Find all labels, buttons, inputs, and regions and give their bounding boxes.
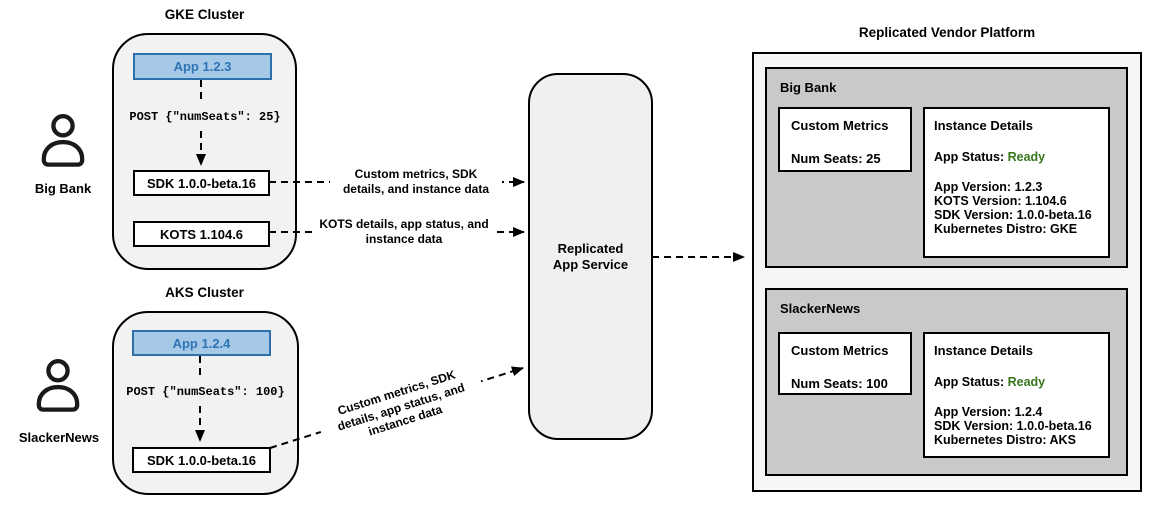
- instance-detail-lines: App Version: 1.2.4 SDK Version: 1.0.0-be…: [934, 405, 1108, 447]
- detail-line: Kubernetes Distro: GKE: [934, 222, 1078, 236]
- slackernews-instance-details-card: Instance Details App Status: Ready App V…: [923, 332, 1110, 458]
- service-label-line2: App Service: [552, 256, 629, 272]
- flow-label-line: details, and instance data: [342, 181, 490, 196]
- flow-label-line: Custom metrics, SDK: [354, 167, 478, 181]
- flow-label-gke-kots: KOTS details, app status, and instance d…: [312, 217, 496, 246]
- flow-label-gke-sdk: Custom metrics, SDK details, and instanc…: [330, 167, 502, 196]
- detail-line: Kubernetes Distro: AKS: [934, 433, 1076, 447]
- platform-title: Replicated Vendor Platform: [858, 25, 1036, 40]
- slackernews-custom-metrics-card: Custom Metrics Num Seats: 100: [778, 332, 912, 395]
- app-status-value: Ready: [1007, 150, 1046, 164]
- detail-line: KOTS Version: 1.104.6: [934, 194, 1067, 208]
- detail-line: App Version: 1.2.3: [934, 180, 1043, 194]
- actor-label-slackernews: SlackerNews: [18, 430, 100, 445]
- aks-sdk-box: SDK 1.0.0-beta.16: [132, 447, 271, 473]
- gke-app-box: App 1.2.3: [133, 53, 272, 80]
- instance-details-title: Instance Details: [934, 118, 1033, 133]
- num-seats-value: Num Seats: 100: [791, 376, 888, 391]
- num-seats-value: Num Seats: 25: [791, 151, 881, 166]
- big-bank-custom-metrics-card: Custom Metrics Num Seats: 25: [778, 107, 912, 172]
- actor-label-big-bank: Big Bank: [34, 181, 92, 196]
- person-icon: [41, 114, 85, 167]
- instance-details-title: Instance Details: [934, 343, 1033, 358]
- app-status-label: App Status:: [934, 375, 1008, 389]
- app-status-value: Ready: [1007, 375, 1046, 389]
- aks-app-box: App 1.2.4: [132, 330, 271, 356]
- gke-kots-box: KOTS 1.104.6: [133, 221, 270, 247]
- gke-cluster-title: GKE Cluster: [164, 7, 245, 22]
- detail-line: SDK Version: 1.0.0-beta.16: [934, 419, 1092, 433]
- aks-post-request: POST {"numSeats": 100}: [126, 385, 285, 399]
- flow-label-line: KOTS details, app status, and: [319, 217, 489, 231]
- custom-metrics-title: Custom Metrics: [791, 118, 889, 133]
- aks-cluster-title: AKS Cluster: [165, 285, 244, 300]
- person-icon: [36, 359, 80, 412]
- gke-sdk-box: SDK 1.0.0-beta.16: [133, 170, 270, 196]
- custom-metrics-title: Custom Metrics: [791, 343, 889, 358]
- customer-name: SlackerNews: [780, 301, 861, 316]
- detail-line: App Version: 1.2.4: [934, 405, 1043, 419]
- flow-label-aks-sdk: Custom metrics, SDK details, app status,…: [314, 360, 488, 453]
- flow-label-line: instance data: [365, 231, 443, 246]
- replicated-app-service-box: Replicated App Service: [528, 73, 653, 440]
- app-status-line: App Status: Ready: [934, 375, 1108, 389]
- instance-detail-lines: App Version: 1.2.3 KOTS Version: 1.104.6…: [934, 180, 1108, 236]
- app-status-label: App Status:: [934, 150, 1008, 164]
- gke-post-request: POST {"numSeats": 25}: [129, 110, 281, 124]
- customer-name: Big Bank: [780, 80, 837, 95]
- service-label-line1: Replicated: [557, 240, 624, 256]
- app-status-line: App Status: Ready: [934, 150, 1108, 164]
- big-bank-instance-details-card: Instance Details App Status: Ready App V…: [923, 107, 1110, 258]
- detail-line: SDK Version: 1.0.0-beta.16: [934, 208, 1092, 222]
